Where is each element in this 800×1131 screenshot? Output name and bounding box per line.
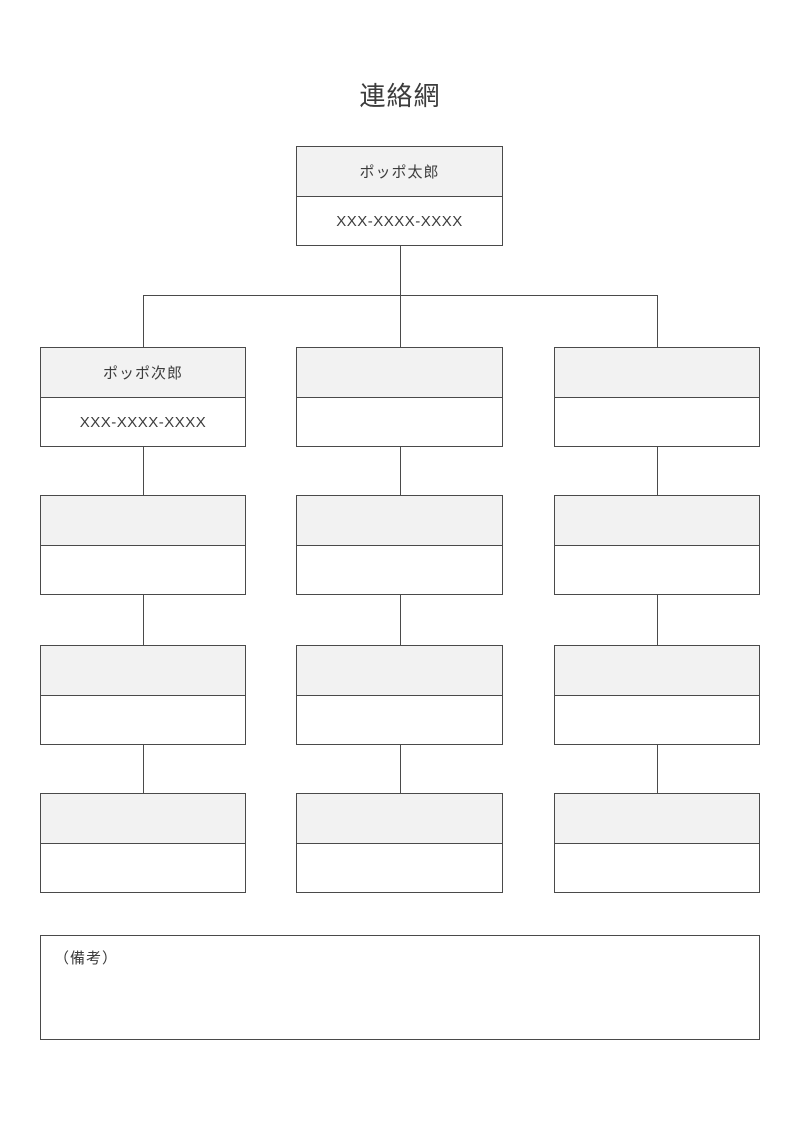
node-root-tel[interactable]: XXX-XXXX-XXXX (297, 197, 502, 245)
connector-col2-r3-r4 (400, 745, 401, 793)
node-col1-row2-tel[interactable] (41, 546, 245, 594)
connector-col3-r3-r4 (657, 745, 658, 793)
node-root-name[interactable]: ポッポ太郎 (297, 147, 502, 197)
node-col1-row1-tel[interactable]: XXX-XXXX-XXXX (41, 398, 245, 446)
node-col2-row3-tel[interactable] (297, 696, 502, 744)
node-col3-row2[interactable] (554, 495, 760, 595)
notes-box[interactable]: （備考） (40, 935, 760, 1040)
node-col1-row4[interactable] (40, 793, 246, 893)
connector-bus-to-col3 (657, 295, 658, 347)
connector-col1-r2-r3 (143, 595, 144, 645)
connector-col1-r3-r4 (143, 745, 144, 793)
connector-col3-r2-r3 (657, 595, 658, 645)
connector-bus-to-col2 (400, 295, 401, 347)
node-col1-row2-name[interactable] (41, 496, 245, 546)
node-col2-row2[interactable] (296, 495, 503, 595)
node-col1-row4-name[interactable] (41, 794, 245, 844)
node-col3-row1-name[interactable] (555, 348, 759, 398)
node-col3-row3[interactable] (554, 645, 760, 745)
node-col3-row3-tel[interactable] (555, 696, 759, 744)
node-col2-row3-name[interactable] (297, 646, 502, 696)
node-col2-row3[interactable] (296, 645, 503, 745)
node-col3-row1[interactable] (554, 347, 760, 447)
page-title: 連絡網 (359, 81, 441, 111)
node-col2-row2-name[interactable] (297, 496, 502, 546)
node-col2-row4-tel[interactable] (297, 844, 502, 892)
node-col2-row1-name[interactable] (297, 348, 502, 398)
node-col3-row3-name[interactable] (555, 646, 759, 696)
connector-bus-to-col1 (143, 295, 144, 347)
connector-col3-r1-r2 (657, 447, 658, 495)
node-col2-row4[interactable] (296, 793, 503, 893)
connector-col2-r1-r2 (400, 447, 401, 495)
connector-col1-r1-r2 (143, 447, 144, 495)
node-col1-row4-tel[interactable] (41, 844, 245, 892)
node-col1-row1[interactable]: ポッポ次郎 XXX-XXXX-XXXX (40, 347, 246, 447)
node-col3-row2-name[interactable] (555, 496, 759, 546)
node-root[interactable]: ポッポ太郎 XXX-XXXX-XXXX (296, 146, 503, 246)
node-col1-row3[interactable] (40, 645, 246, 745)
node-col1-row3-tel[interactable] (41, 696, 245, 744)
node-col1-row1-name[interactable]: ポッポ次郎 (41, 348, 245, 398)
node-col3-row4-name[interactable] (555, 794, 759, 844)
connector-col2-r2-r3 (400, 595, 401, 645)
node-col3-row2-tel[interactable] (555, 546, 759, 594)
node-col2-row1[interactable] (296, 347, 503, 447)
node-col2-row4-name[interactable] (297, 794, 502, 844)
node-col1-row3-name[interactable] (41, 646, 245, 696)
notes-label: （備考） (54, 950, 119, 967)
node-col2-row2-tel[interactable] (297, 546, 502, 594)
node-col3-row4-tel[interactable] (555, 844, 759, 892)
node-col3-row4[interactable] (554, 793, 760, 893)
node-col1-row2[interactable] (40, 495, 246, 595)
connector-root-stem (400, 246, 401, 296)
node-col2-row1-tel[interactable] (297, 398, 502, 446)
node-col3-row1-tel[interactable] (555, 398, 759, 446)
